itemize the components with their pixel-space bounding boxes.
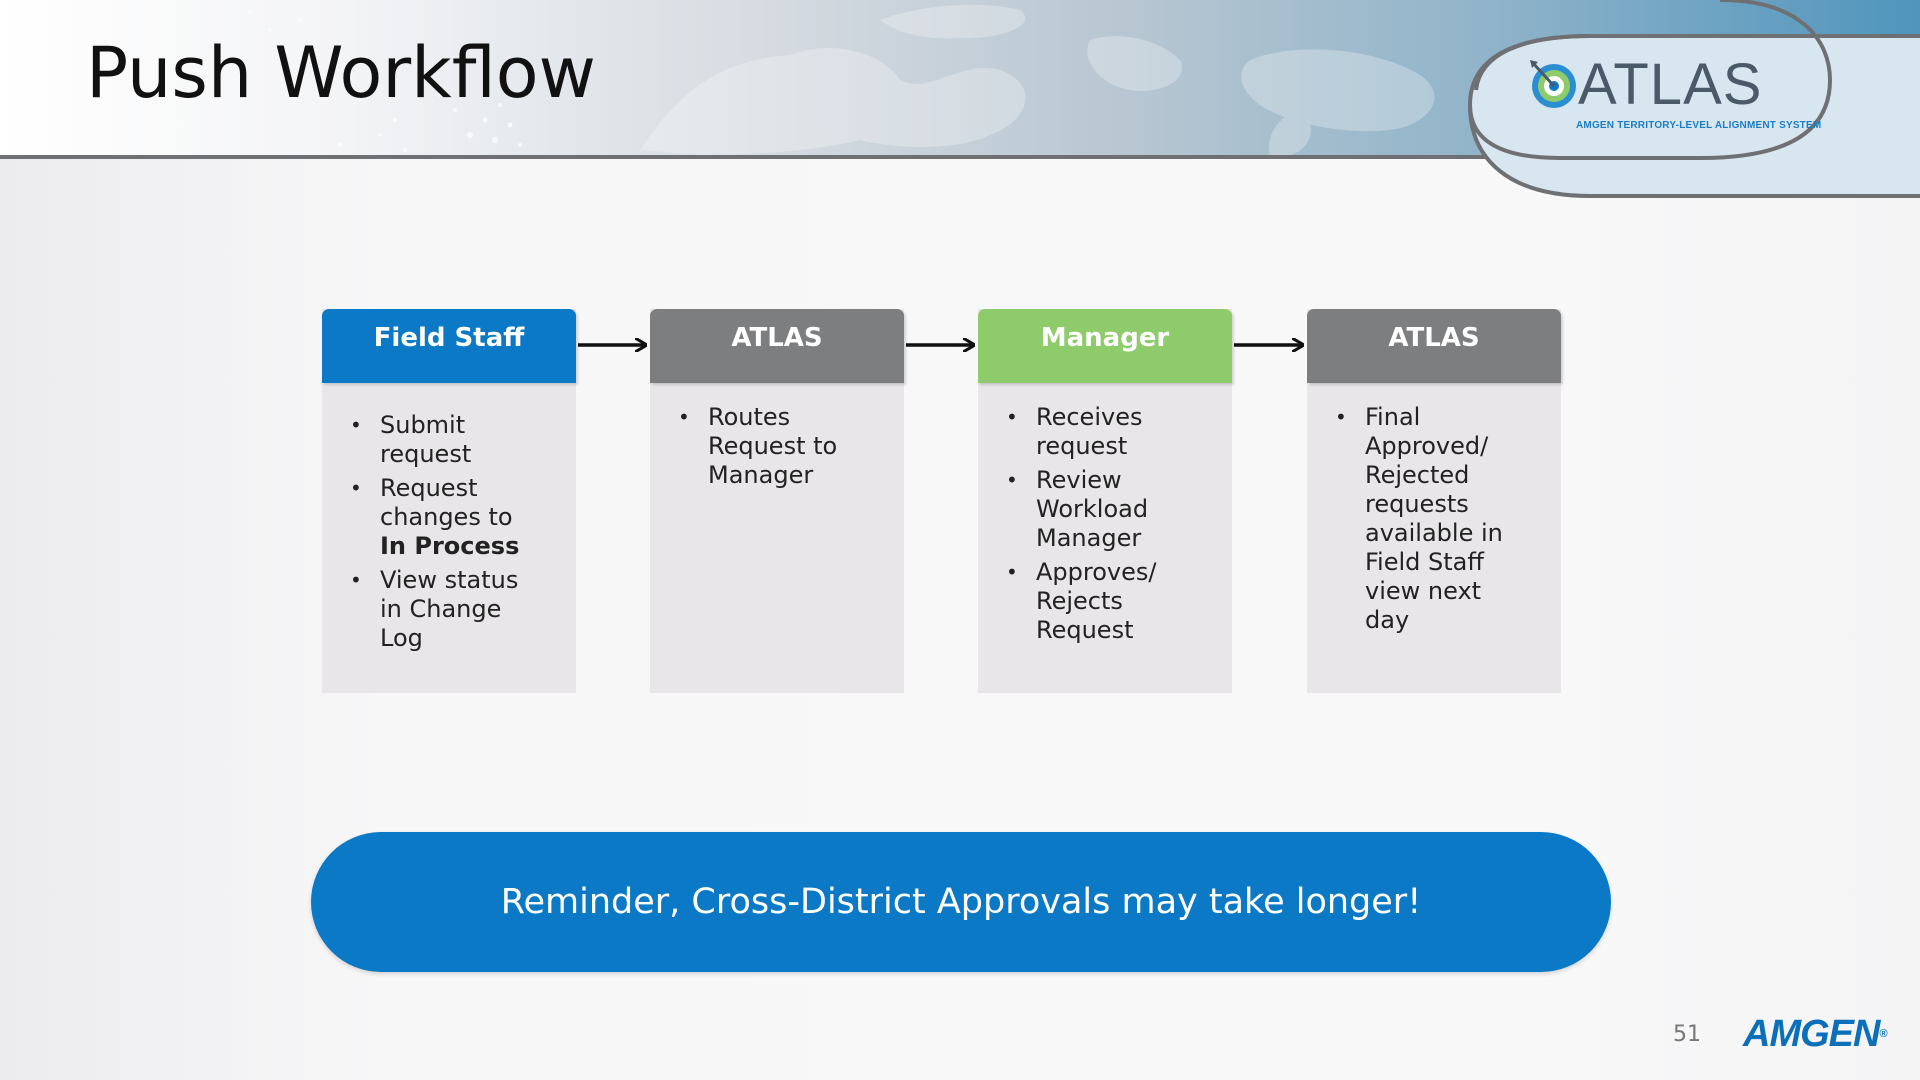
header-divider	[0, 155, 1920, 159]
step-body: Routes Request to Manager	[650, 383, 904, 490]
page-title: Push Workflow	[86, 32, 596, 114]
step-field-staff: Field Staff Submit request Request chang…	[322, 309, 576, 693]
bullet-item: Submit request	[350, 411, 546, 469]
atlas-logo-wordmark: ATLAS	[1578, 52, 1763, 117]
target-icon	[1530, 60, 1576, 108]
bullet-item: Final Approved/ Rejected requests availa…	[1335, 403, 1531, 635]
step-manager: Manager Receives request Review Workload…	[978, 309, 1232, 693]
step-header: ATLAS	[1307, 309, 1561, 383]
atlas-logo-tagline: AMGEN TERRITORY-LEVEL ALIGNMENT SYSTEM	[1576, 120, 1822, 131]
reminder-banner: Reminder, Cross-District Approvals may t…	[311, 832, 1611, 972]
bullet-bold-text: In Process	[380, 532, 520, 560]
world-map-decoration	[28, 4, 1435, 155]
amgen-logo: AMGEN®	[1743, 1010, 1888, 1058]
page-number: 51	[1673, 1022, 1701, 1047]
logo-frame	[1467, 0, 1920, 198]
bullet-item: Review Workload Manager	[1006, 466, 1202, 553]
step-body: Receives request Review Workload Manager…	[978, 383, 1232, 645]
step-header: ATLAS	[650, 309, 904, 383]
bullet-item: View status in Change Log	[350, 566, 546, 653]
bullet-item: Approves/ Rejects Request	[1006, 558, 1202, 645]
step-atlas-routing: ATLAS Routes Request to Manager	[650, 309, 904, 693]
step-header: Field Staff	[322, 309, 576, 383]
amgen-logo-text: AMGEN	[1743, 1013, 1880, 1055]
step-atlas-final: ATLAS Final Approved/ Rejected requests …	[1307, 309, 1561, 693]
bullet-text: Request changes to	[380, 474, 513, 531]
bullet-item: Receives request	[1006, 403, 1202, 461]
bullet-item: Routes Request to Manager	[678, 403, 874, 490]
registered-mark: ®	[1879, 1028, 1887, 1040]
step-body: Final Approved/ Rejected requests availa…	[1307, 383, 1561, 635]
step-header: Manager	[978, 309, 1232, 383]
